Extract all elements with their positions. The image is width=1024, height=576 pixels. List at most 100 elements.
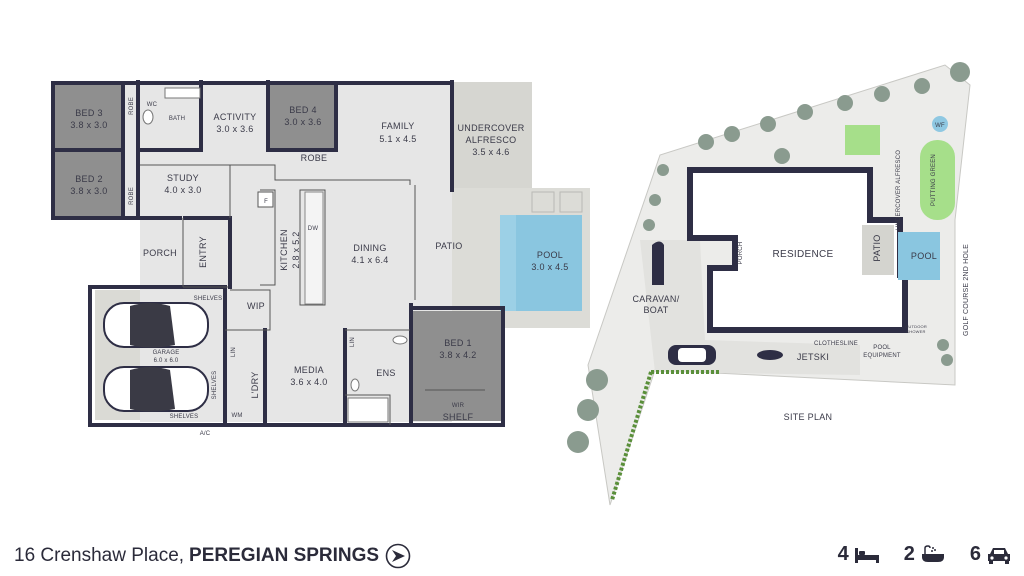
bathtub-icon [164,87,201,99]
shelves-label: SHELVES [212,371,218,400]
media-dims: 3.6 x 4.0 [290,377,327,387]
lin-label: LIN [231,347,237,357]
car-icon [668,345,716,365]
fridge-label: F [264,199,268,205]
street-address: 16 Crenshaw Place, [14,545,185,566]
bed1-room [413,311,501,421]
beds-value: 4 [837,543,849,565]
garage-label: GARAGE [153,350,180,356]
compass-icon [385,543,411,569]
bed3-dims: 3.8 x 3.0 [70,120,107,130]
outdoor-shower-label-2: SHOWER [906,329,925,334]
wm-label: WM [231,413,242,419]
lin-label: LIN [350,337,356,347]
jetski-icon [757,350,783,360]
bed2-dims: 3.8 x 3.0 [70,186,107,196]
hedge [610,371,653,501]
activity-label: ACTIVITY [214,112,257,122]
bed2-room [55,152,123,216]
lawn [845,125,880,155]
boat-icon [652,241,664,285]
activity-dims: 3.0 x 3.6 [216,124,253,134]
pool-label: POOL [537,250,563,260]
site-plan-title: SITE PLAN [784,412,833,422]
floor-plan: BED 3 3.8 x 3.0 BED 2 3.8 x 3.0 ROBE ROB… [51,80,590,437]
residence-label: RESIDENCE [772,249,833,260]
wip-label: WIP [247,301,265,311]
caravan-label: CARAVAN/ [632,294,679,304]
clothesline-label: CLOTHESLINE [814,341,858,347]
media-label: MEDIA [294,365,324,375]
caravan-label-2: BOAT [643,305,668,315]
bath-label: BATH [169,116,185,122]
family-dims: 5.1 x 4.5 [379,134,416,144]
robe-label: ROBE [129,187,135,205]
bed4-room [270,85,335,150]
bed4-label: BED 4 [289,105,317,115]
entry-label: ENTRY [198,236,208,268]
garage-dims: 6.0 x 6.0 [154,358,179,364]
dining-dims: 4.1 x 6.4 [351,255,388,265]
bed3-label: BED 3 [75,108,103,118]
walls [51,80,505,427]
kitchen-dims: 2.8 x 5.2 [291,231,301,268]
shelf-label: SHELF [443,412,474,422]
shelves-label: SHELVES [170,414,199,420]
ac-label: A/C [200,431,211,437]
toilet-icon [142,109,154,125]
dining-label: DINING [353,243,386,253]
shelves-label: SHELVES [194,296,223,302]
patio-label: PATIO [435,241,462,251]
outdoor-shower-label: OUTDOOR [905,324,927,329]
ldry-label: L'DRY [250,371,260,398]
bedroom-count: 4 [838,543,880,566]
putting-green-label: PUTTING GREEN [931,154,937,206]
wir-label: WIR [452,403,465,409]
sink-icon [392,335,408,345]
property-stats: 4 2 6 [820,543,1012,566]
kitchen-label: KITCHEN [279,229,289,271]
family-label: FAMILY [381,121,414,131]
pool-equipment-label-2: EQUIPMENT [863,353,901,359]
shower-icon [347,397,389,423]
kitchen-island [304,191,324,305]
golf-course-label: GOLF COURSE 2ND HOLE [963,244,970,336]
bed-icon [854,547,879,563]
pool-dims: 3.0 x 4.5 [531,262,568,272]
alfresco-label-2: ALFRESCO [466,135,517,145]
dw-label: DW [308,226,319,232]
alfresco-dims: 3.5 x 4.6 [472,147,509,157]
study-dims: 4.0 x 3.0 [164,185,201,195]
bed1-dims: 3.8 x 4.2 [439,350,476,360]
robe-label: ROBE [301,153,328,163]
wc-label: WC [147,102,158,108]
bed4-dims: 3.0 x 3.6 [284,117,321,127]
bathroom-count: 2 [904,543,946,566]
baths-value: 2 [903,543,915,565]
car-count: 6 [970,543,1012,566]
porch-label: PORCH [738,242,744,265]
tree-icons [567,62,970,453]
address: 16 Crenshaw Place, PEREGIAN SPRINGS [14,543,411,569]
toilet-icon [350,378,360,392]
alfresco-label: UNDERCOVER [457,123,524,133]
patio-label: PATIO [872,234,882,261]
bed3-room [55,85,123,150]
ens-label: ENS [376,368,395,378]
cars-value: 6 [969,543,981,565]
suburb: PEREGIAN SPRINGS [189,545,380,566]
putting-green [920,140,955,220]
robe-label: ROBE [129,97,135,115]
bath-icon [921,544,944,562]
jetski-label: JETSKI [797,352,829,362]
bed2-label: BED 2 [75,174,103,184]
porch-label: PORCH [143,248,177,258]
pool-equipment-label: POOL [873,345,891,351]
fridge-icon [257,191,274,208]
wf-label: WF [935,123,945,129]
site-plan: RESIDENCE PORCH PATIO POOL UNDERCOVER AL… [567,62,971,506]
car-icon [988,547,1010,564]
bed1-label: BED 1 [444,338,472,348]
water-feature [932,116,948,132]
study-label: STUDY [167,173,199,183]
